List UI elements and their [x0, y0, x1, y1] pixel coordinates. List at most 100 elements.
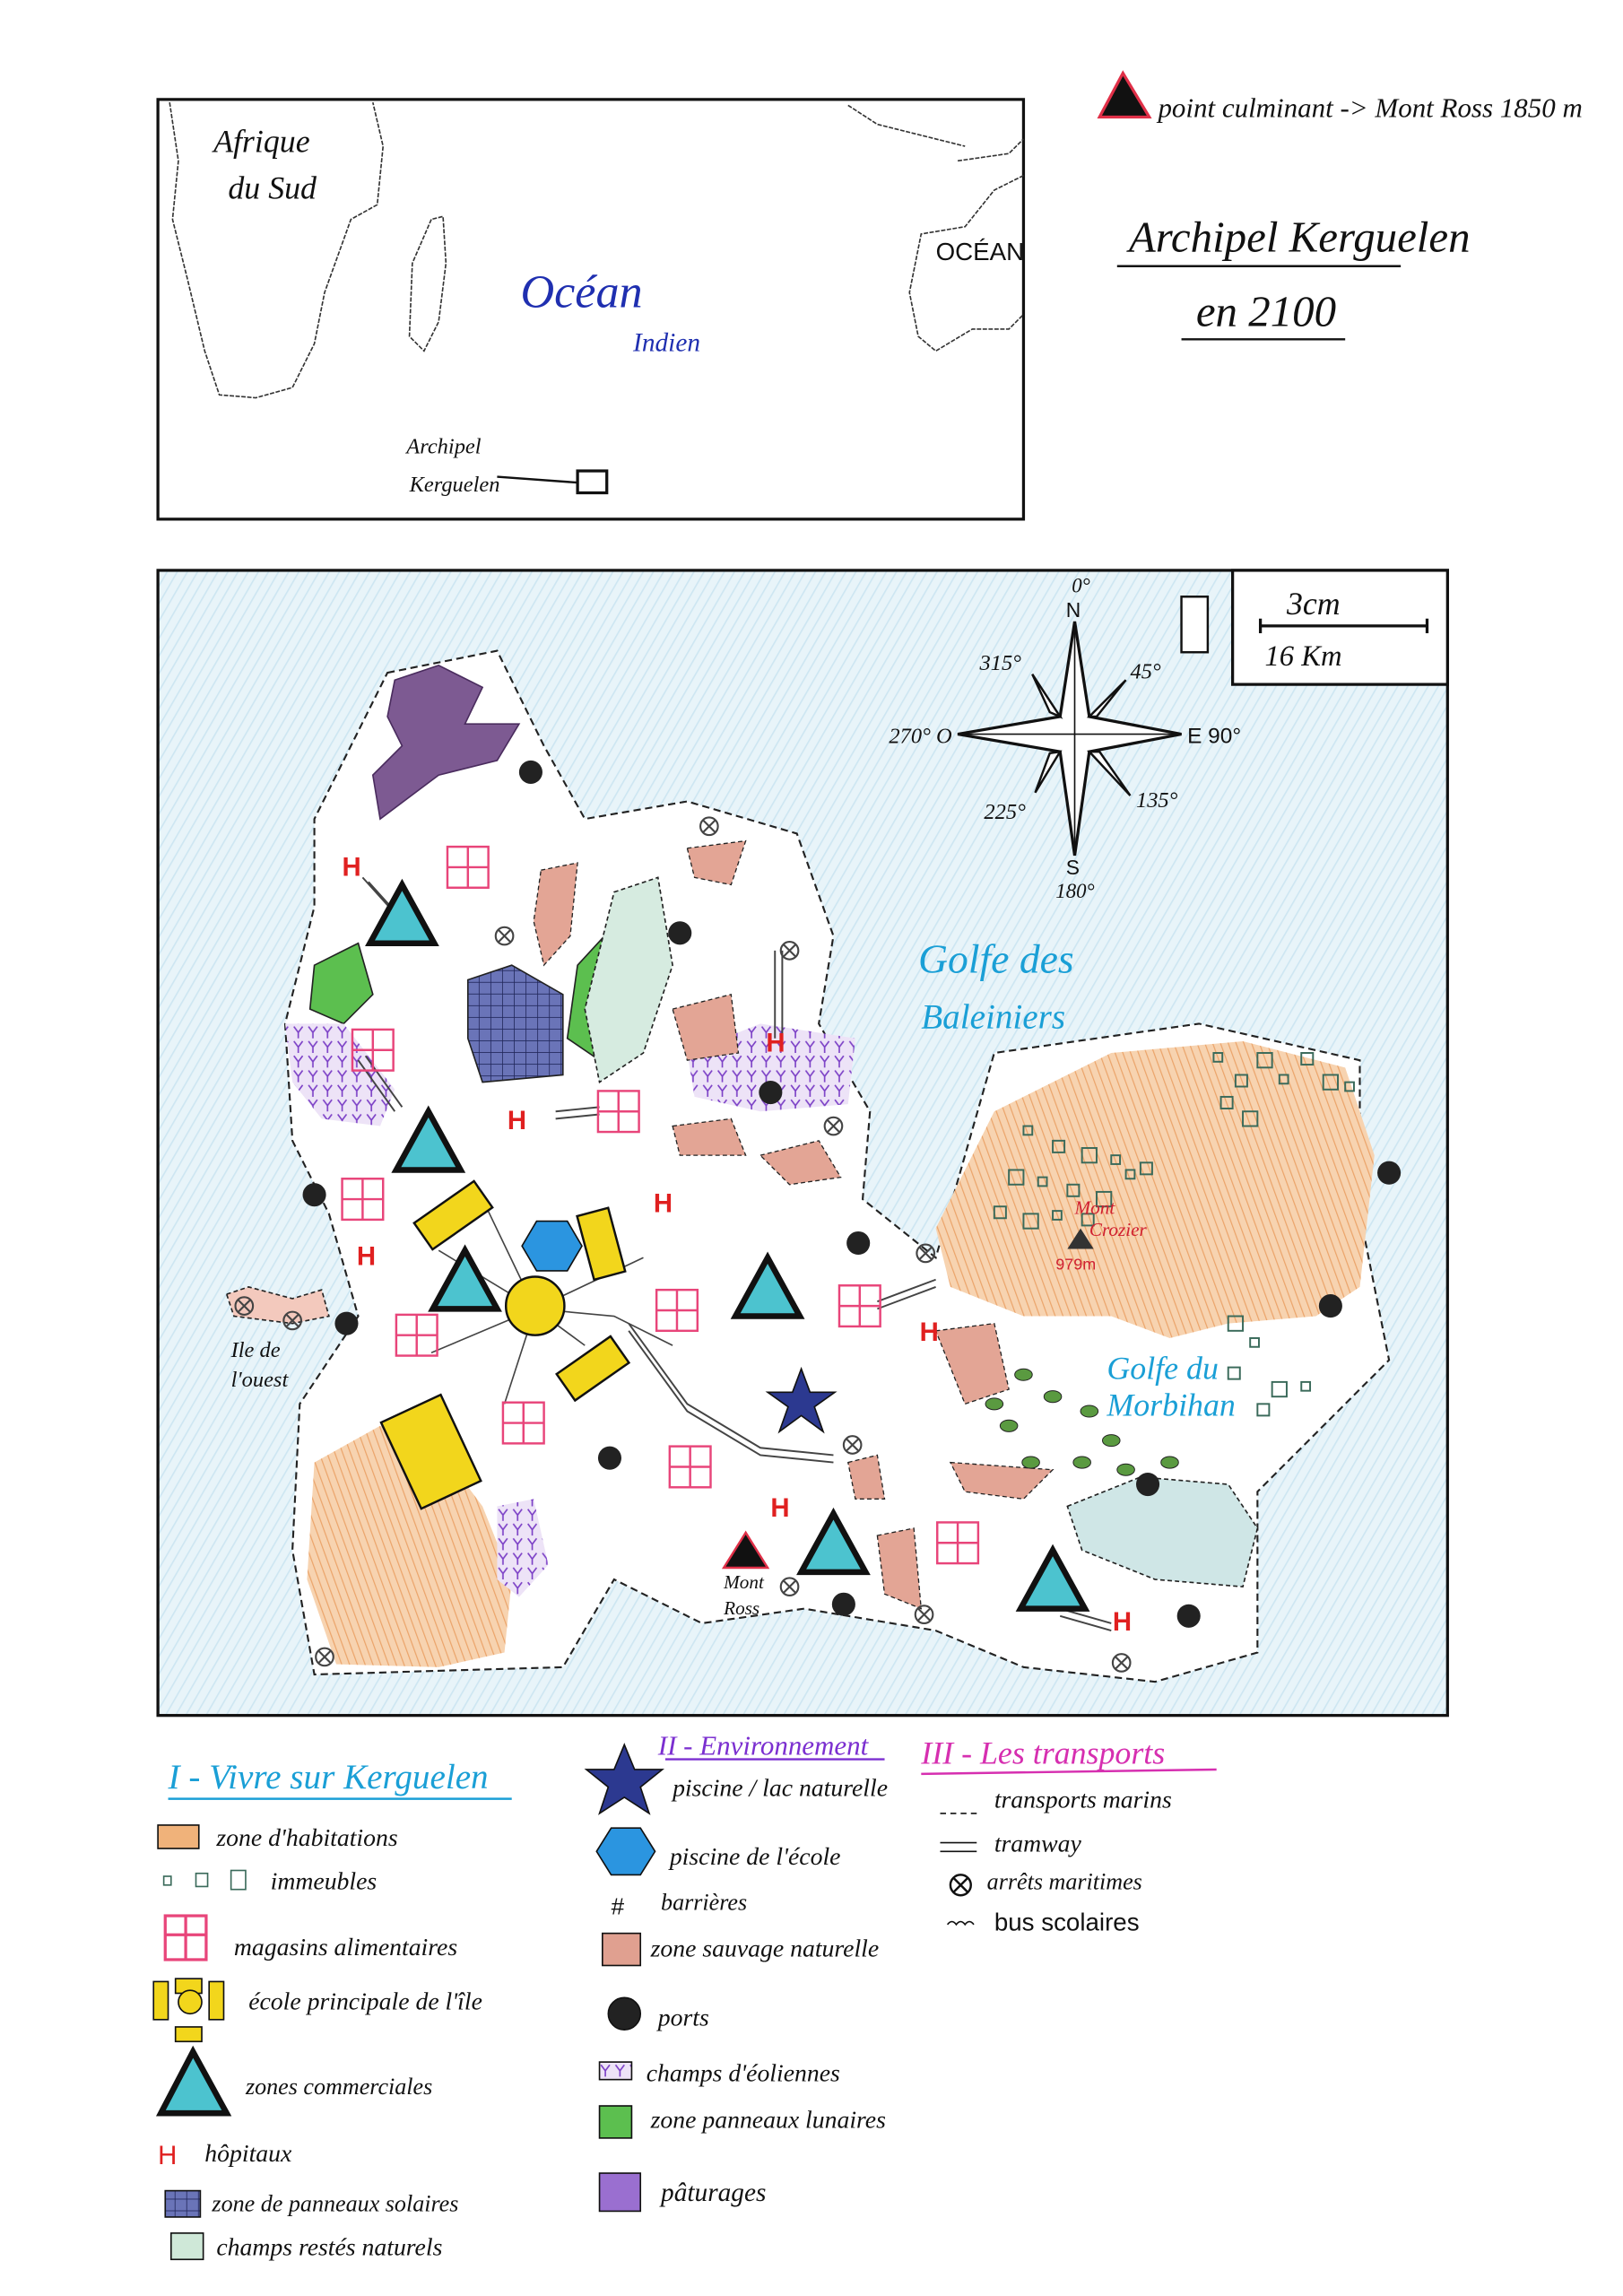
- building-icon: [1212, 1052, 1224, 1063]
- shop-swatch-icon: [163, 1914, 208, 1961]
- hospital-icon: H: [508, 1106, 526, 1135]
- food-shop-icon: [395, 1313, 438, 1357]
- building-icon: [1256, 1052, 1273, 1069]
- habitation-zone-east: [935, 1040, 1375, 1338]
- maritime-stop-icon: [315, 1647, 334, 1667]
- natural-lake: [1066, 1476, 1259, 1588]
- building-icon: [1139, 1161, 1153, 1176]
- maritime-stop-icon: [779, 941, 800, 961]
- building-icon: [1227, 1315, 1245, 1332]
- food-shop-icon: [668, 1445, 712, 1489]
- inset-map: Afrique du Sud Océan Indien OCÉAN Archip…: [156, 98, 1026, 521]
- label-ile-de: Ile de: [230, 1338, 281, 1362]
- ile-de-louest: [225, 1286, 330, 1325]
- food-shop-icon: [351, 1028, 395, 1072]
- building-icon: [1322, 1074, 1340, 1091]
- legend-item: tramway: [994, 1829, 1082, 1857]
- commercial-zone-icon: [428, 1244, 502, 1312]
- label-du-sud: du Sud: [228, 170, 317, 206]
- wind-field-3: [497, 1499, 549, 1597]
- hospital-swatch-icon: H: [158, 2141, 177, 2170]
- legend-item: magasins alimentaires: [234, 1933, 457, 1961]
- legend-item: zone d'habitations: [215, 1823, 397, 1851]
- port-icon: [846, 1231, 871, 1256]
- maritime-stop-icon: [699, 816, 719, 837]
- food-shop-icon: [936, 1521, 980, 1565]
- compass-n: N: [1066, 598, 1081, 622]
- label-golfe-du: Golfe du: [1107, 1351, 1219, 1387]
- label-baleiniers: Baleiniers: [921, 997, 1065, 1036]
- habitation-swatch-icon: [157, 1824, 200, 1849]
- label-morbihan: Morbihan: [1106, 1387, 1235, 1422]
- pasture-zone: [371, 665, 521, 821]
- scale-real-distance: 16 Km: [1264, 640, 1341, 673]
- legend-item: école principale de l'île: [248, 1987, 482, 2014]
- maritime-stop-icon: [1111, 1653, 1132, 1673]
- compass-315deg: 315°: [979, 651, 1022, 675]
- building-icon: [1278, 1074, 1289, 1085]
- hospital-icon: H: [770, 1493, 789, 1523]
- wind-field-1: [284, 1023, 395, 1126]
- maritime-stop-icon: [779, 1577, 800, 1597]
- wild-zones: [533, 839, 1055, 1610]
- legend-section3-title: III - Les transports: [920, 1735, 1165, 1770]
- port-icon: [668, 921, 692, 945]
- compass-e: E 90°: [1187, 724, 1241, 748]
- commercial-zone-icon: [796, 1507, 871, 1576]
- maritime-stop-icon: [916, 1243, 936, 1264]
- building-icon: [1052, 1139, 1066, 1153]
- solar-panel-zone: [466, 964, 564, 1083]
- maritime-stop-icon: [842, 1435, 863, 1455]
- port-icon: [1136, 1472, 1160, 1497]
- food-shop-icon: [501, 1401, 545, 1445]
- maritime-stop-swatch-icon: [949, 1874, 972, 1897]
- maritime-stop-icon: [282, 1310, 302, 1331]
- label-afrique: Afrique: [212, 124, 310, 160]
- lunar-patch-icon: [1014, 1368, 1033, 1381]
- hexagon-swatch-icon: [595, 1827, 656, 1876]
- compass-0deg: 0°: [1072, 574, 1090, 596]
- wind-swatch-icon: [598, 2061, 633, 2081]
- hospital-icon: H: [357, 1241, 376, 1271]
- kerguelen-locator-box: [576, 469, 609, 495]
- summit-legend-text: point culminant -> Mont Ross 1850 m: [1156, 91, 1582, 123]
- school-bus-lines: [430, 1198, 673, 1405]
- lunar-patch-icon: [1080, 1405, 1099, 1418]
- legend-item: bus scolaires: [994, 1908, 1140, 1935]
- legend-item: barrières: [661, 1890, 747, 1916]
- commercial-swatch-icon: [155, 2045, 232, 2117]
- commercial-zone-icon: [730, 1251, 805, 1319]
- building-icon: [1344, 1081, 1355, 1092]
- lunar-patch-icon: [1021, 1456, 1040, 1469]
- lunar-panel-zone-1: [308, 942, 374, 1025]
- label-mont-crozier-1: Mont: [1074, 1196, 1116, 1218]
- legend-item: pâturages: [659, 2179, 766, 2207]
- port-icon: [831, 1592, 855, 1616]
- port-icon: [1176, 1604, 1201, 1628]
- building-icon: [1037, 1176, 1048, 1187]
- compass-225deg: 225°: [984, 800, 1026, 824]
- maritime-stop-icon: [823, 1116, 844, 1136]
- main-school: [379, 1179, 631, 1510]
- school-swatch-icon: [152, 1978, 225, 2043]
- port-icon: [302, 1183, 326, 1207]
- building-icon: [1271, 1380, 1288, 1398]
- label-ocean-edge: OCÉAN: [936, 238, 1025, 265]
- page-title: Archipel Kerguelen: [1126, 212, 1471, 261]
- legend-item: piscine de l'école: [668, 1842, 841, 1870]
- food-shop-icon: [341, 1178, 385, 1222]
- port-icon: [1318, 1294, 1342, 1318]
- legend-item: ports: [656, 2003, 709, 2031]
- scale-bar: 3cm 16 Km: [1230, 569, 1449, 686]
- compass-s: S: [1066, 856, 1080, 879]
- building-icon: [1008, 1169, 1025, 1186]
- building-icon: [1052, 1210, 1063, 1221]
- building-icon: [1095, 1190, 1113, 1208]
- mont-ross-summit-icon: [721, 1530, 770, 1570]
- natural-field-swatch-icon: [169, 2232, 204, 2261]
- legend-section2-title: II - Environnement: [657, 1730, 870, 1761]
- legend: I - Vivre sur Kerguelen zone d'habitatio…: [152, 1730, 1217, 2261]
- compass-180deg: 180°: [1055, 880, 1094, 902]
- lunar-patch-icon: [1116, 1463, 1135, 1476]
